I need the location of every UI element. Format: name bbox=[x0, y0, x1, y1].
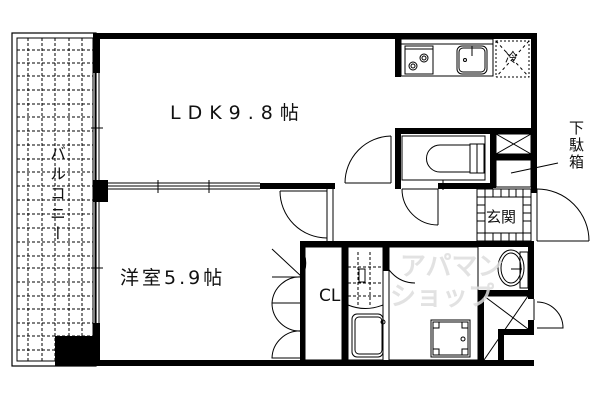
shoe-box-label: 下駄箱 bbox=[567, 120, 585, 171]
kitchen-counter bbox=[400, 38, 494, 77]
genkan-tiles bbox=[476, 188, 532, 242]
balcony bbox=[11, 32, 97, 367]
fridge-label: 冷 bbox=[505, 51, 519, 66]
room-label-balcony: バルコニー bbox=[47, 145, 66, 245]
room-label-closet: CL bbox=[317, 283, 341, 309]
closet bbox=[271, 246, 343, 361]
side-door bbox=[533, 299, 564, 329]
sliding-partition bbox=[108, 180, 260, 193]
entrance-door bbox=[536, 188, 590, 242]
bathroom bbox=[347, 246, 416, 361]
room-label-western: 洋室5.9帖 bbox=[120, 267, 226, 289]
shoe-box bbox=[495, 133, 559, 188]
window-ldk bbox=[91, 73, 103, 180]
ldk-door bbox=[344, 135, 392, 184]
room-label-genkan: 玄関 bbox=[486, 208, 517, 226]
toilet-room bbox=[402, 136, 486, 190]
pipe-shaft bbox=[483, 295, 529, 361]
room-label-ldk: LDK9.8帖 bbox=[170, 102, 306, 124]
closet-label: CL bbox=[319, 286, 341, 306]
walls bbox=[55, 33, 537, 366]
western-door bbox=[279, 189, 334, 241]
toilet-door bbox=[401, 188, 439, 226]
window-western bbox=[91, 202, 103, 323]
fridge-space bbox=[495, 40, 530, 78]
washroom bbox=[388, 246, 529, 361]
